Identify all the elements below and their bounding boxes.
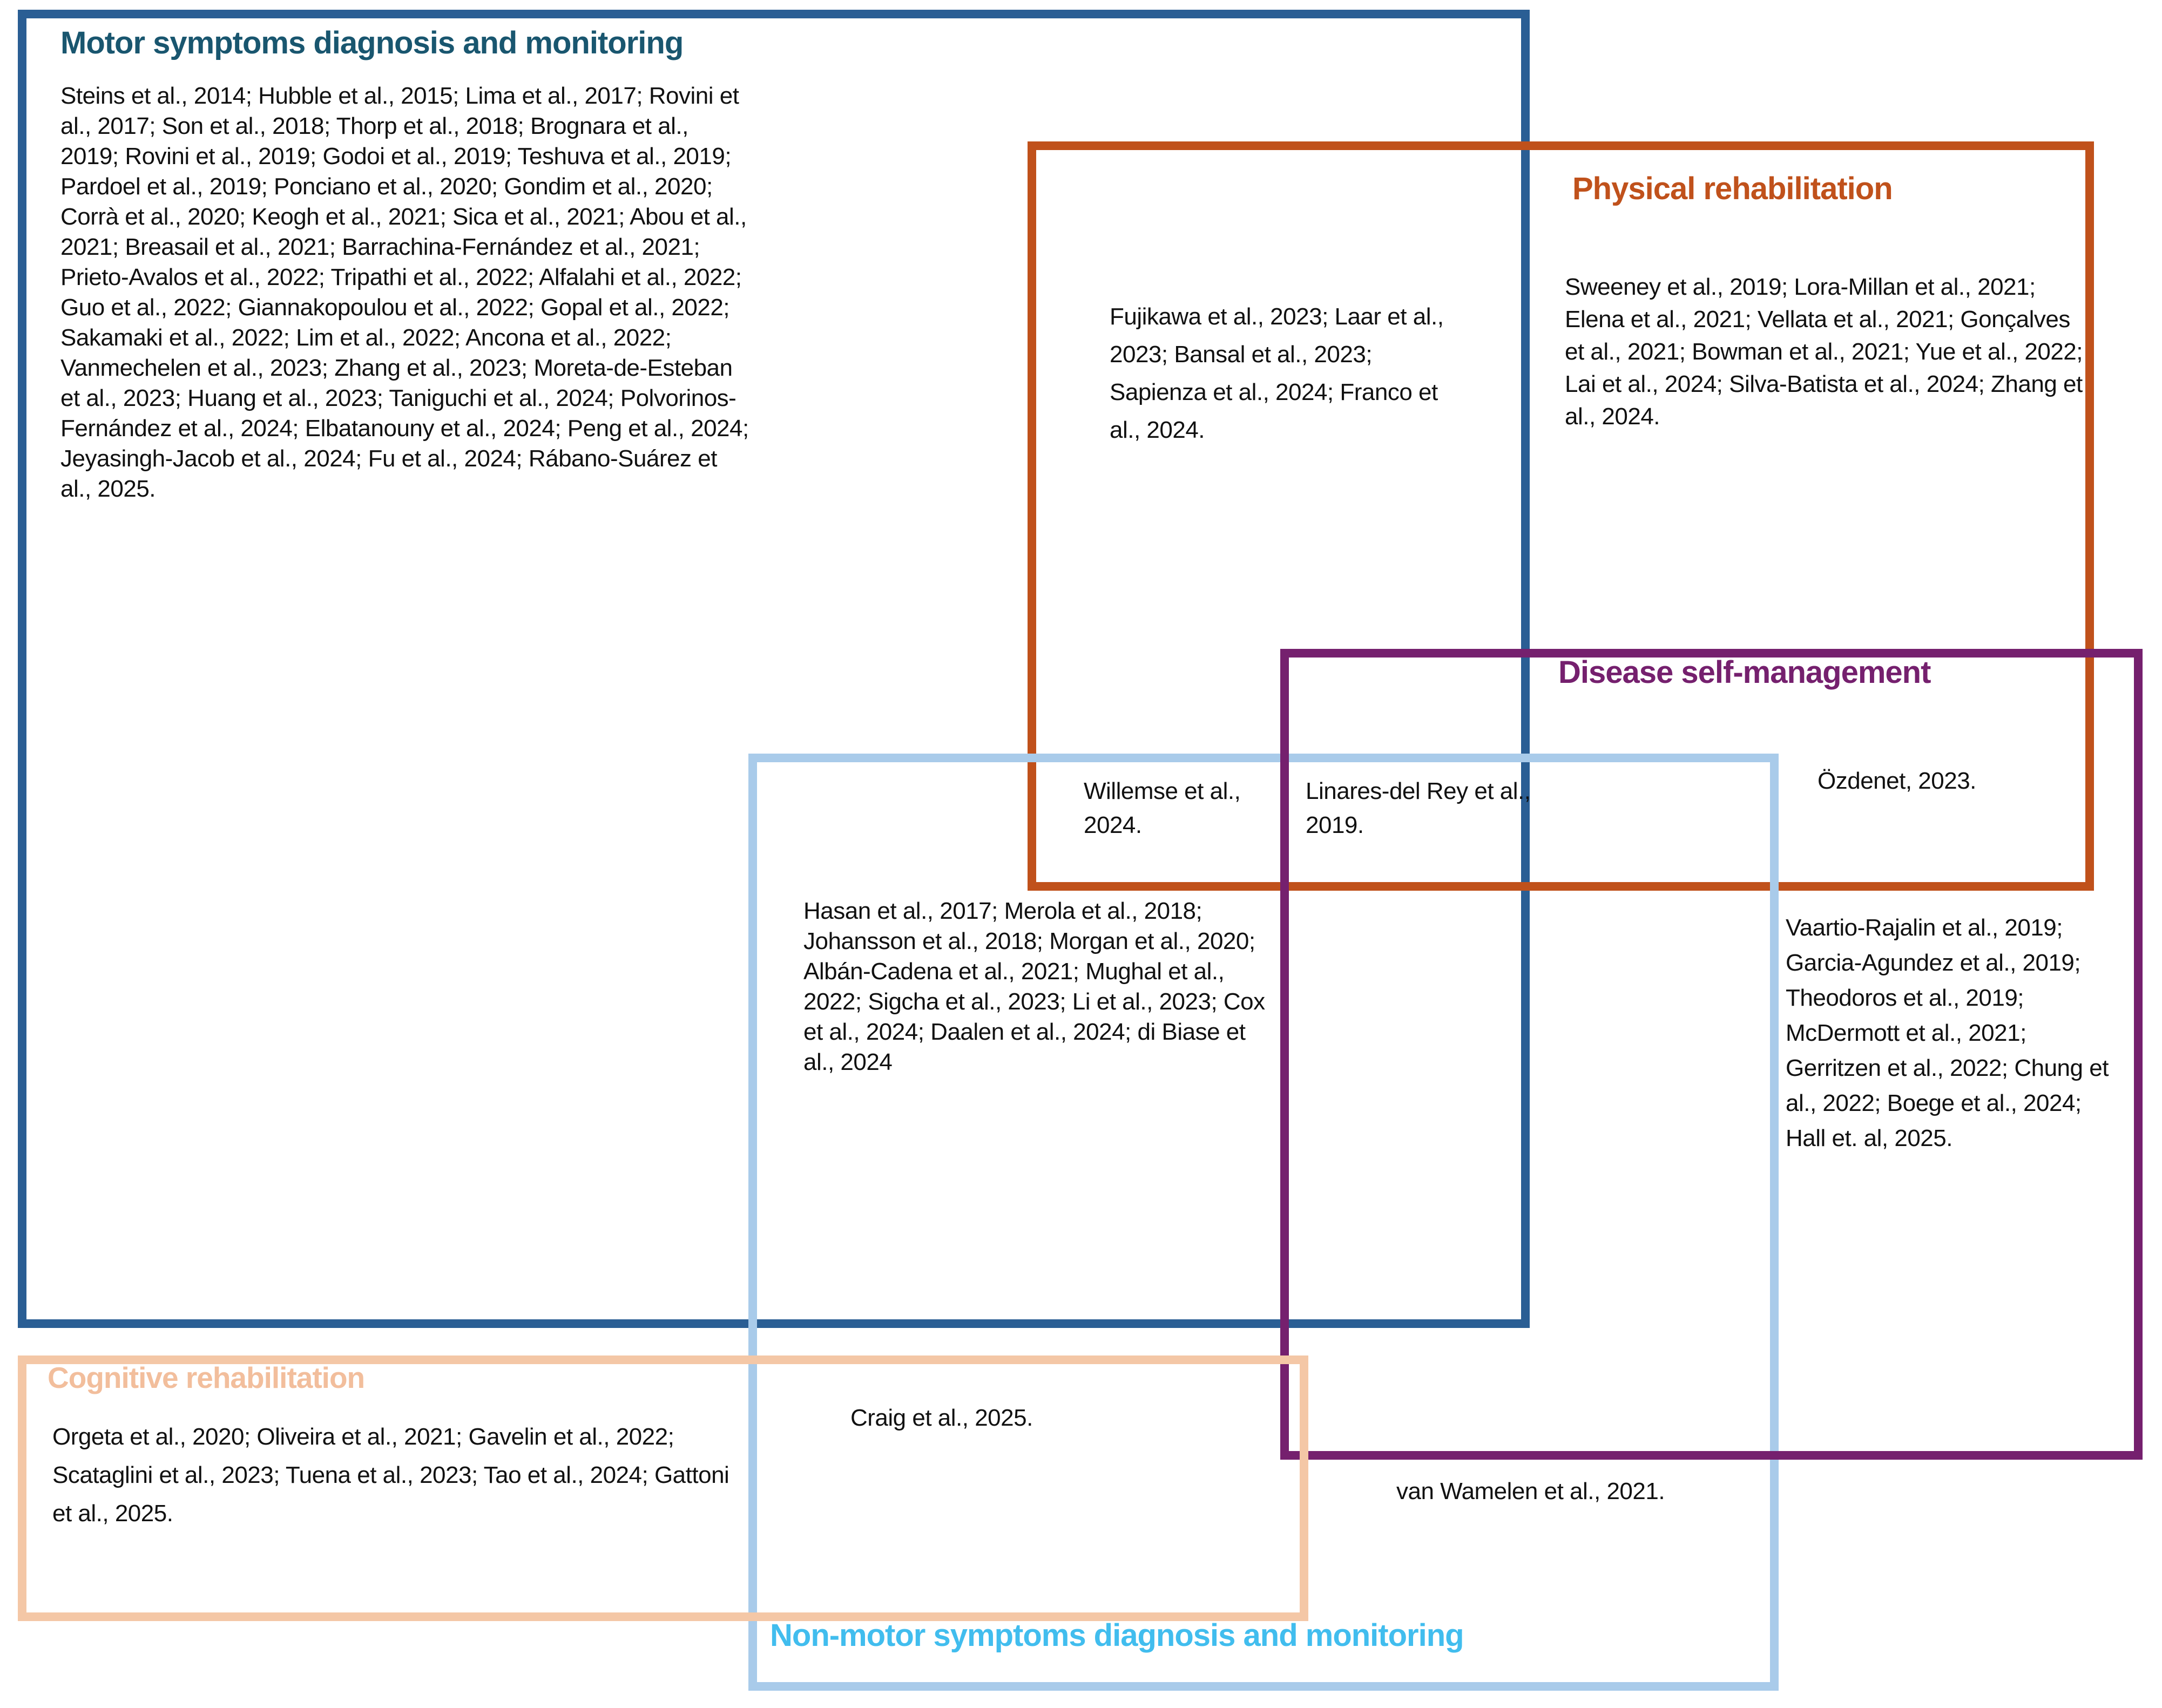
cognitive-nonmotor-overlap-citations: Craig et al., 2025. [850, 1405, 1033, 1431]
cognitive-rehabilitation-set-rectangle [18, 1355, 1308, 1621]
cognitive-only-citations: Orgeta et al., 2020; Oliveira et al., 20… [52, 1424, 729, 1527]
non-motor-only-citations: van Wamelen et al., 2021. [1396, 1478, 1665, 1504]
physical-only-citations: Sweeney et al., 2019; Lora-Millan et al.… [1565, 274, 2083, 430]
disease-self-management-set-title: Disease self-management [1558, 655, 1931, 690]
physical-self-overlap-citations: Özdenet, 2023. [1818, 768, 1976, 794]
motor-set-rectangle [18, 10, 1530, 1328]
motor-physical-nonmotor-overlap-citations: Willemse et al., 2024. [1084, 778, 1241, 838]
non-motor-set-title: Non-motor symptoms diagnosis and monitor… [770, 1618, 1464, 1653]
motor-nonmotor-overlap-citations: Hasan et al., 2017; Merola et al., 2018;… [803, 898, 1265, 1075]
physical-rehabilitation-set-rectangle [1028, 141, 2094, 891]
motor-set-title: Motor symptoms diagnosis and monitoring [60, 25, 684, 60]
self-management-only-citations: Vaartio-Rajalin et al., 2019; Garcia-Agu… [1786, 914, 2109, 1151]
cognitive-rehabilitation-set-title: Cognitive rehabilitation [48, 1361, 365, 1394]
motor-only-citations: Steins et al., 2014; Hubble et al., 2015… [60, 83, 749, 502]
motor-physical-nonmotor-self-overlap-citations: Linares-del Rey et al., 2019. [1306, 778, 1531, 838]
motor-physical-overlap-citations: Fujikawa et al., 2023; Laar et al., 2023… [1110, 303, 1444, 443]
disease-self-management-set-rectangle [1280, 649, 2143, 1460]
physical-rehabilitation-set-title: Physical rehabilitation [1572, 171, 1893, 206]
